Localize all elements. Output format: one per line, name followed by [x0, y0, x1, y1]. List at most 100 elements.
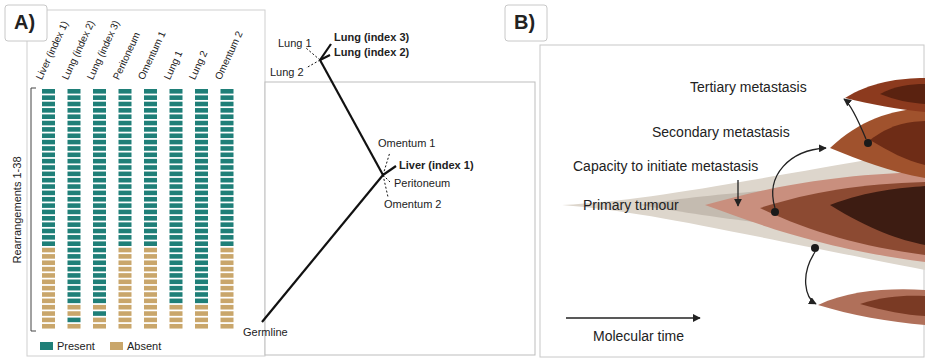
heatmap-cell — [119, 102, 132, 107]
heatmap-cell — [93, 241, 106, 246]
heatmap-cell — [119, 260, 132, 265]
heatmap-cell — [93, 216, 106, 221]
heatmap-cell — [119, 89, 132, 94]
heatmap-cell — [68, 229, 81, 234]
legend-text: Absent — [127, 340, 161, 352]
heatmap-cell — [144, 299, 157, 304]
heatmap-cell — [221, 140, 234, 145]
heatmap-cell — [68, 248, 81, 253]
heatmap-cell — [195, 102, 208, 107]
heatmap-cell — [42, 197, 55, 202]
heatmap-cell — [195, 159, 208, 164]
heatmap-cell — [144, 140, 157, 145]
heatmap-cell — [42, 140, 55, 145]
heatmap-cell — [221, 127, 234, 132]
heatmap-cell — [68, 216, 81, 221]
annotation-text: Capacity to initiate metastasis — [573, 158, 758, 174]
heatmap-cell — [42, 299, 55, 304]
heatmap-cell — [221, 121, 234, 126]
heatmap-cell — [93, 210, 106, 215]
heatmap-cell — [42, 102, 55, 107]
heatmap-cell — [195, 235, 208, 240]
heatmap-cell — [170, 267, 183, 272]
heatmap-cell — [119, 210, 132, 215]
heatmap-cell — [68, 178, 81, 183]
heatmap-cell — [93, 114, 106, 119]
heatmap-cell — [170, 146, 183, 151]
heatmap-cell — [68, 108, 81, 113]
heatmap-cell — [119, 280, 132, 285]
heatmap-cell — [195, 210, 208, 215]
heatmap-cell — [42, 324, 55, 329]
heatmap-cell — [195, 241, 208, 246]
heatmap-cell — [170, 191, 183, 196]
tree-branch — [383, 166, 396, 175]
heatmap-cell — [170, 216, 183, 221]
heatmap-cell — [221, 191, 234, 196]
heatmap-cell — [93, 254, 106, 259]
heatmap-cell — [221, 153, 234, 158]
heatmap-cell — [93, 235, 106, 240]
heatmap-cell — [221, 254, 234, 259]
legend-item: Present — [40, 340, 95, 352]
heatmap-cell — [68, 203, 81, 208]
heatmap-cell — [93, 153, 106, 158]
heatmap-cell — [170, 95, 183, 100]
heatmap-cell — [93, 133, 106, 138]
heatmap-cell — [195, 203, 208, 208]
heatmap-cell — [170, 108, 183, 113]
process-arrows — [566, 99, 866, 318]
heatmap-cell — [93, 248, 106, 253]
heatmap-cell — [68, 235, 81, 240]
heatmap-cell — [119, 267, 132, 272]
heatmap-cell — [170, 184, 183, 189]
heatmap-cell — [68, 191, 81, 196]
heatmap-cell — [144, 280, 157, 285]
heatmap-cell — [42, 108, 55, 113]
heatmap-cell — [93, 172, 106, 177]
heatmap-cell — [221, 178, 234, 183]
heatmap-cell — [195, 191, 208, 196]
heatmap-cell — [42, 311, 55, 316]
heatmap-cell — [144, 318, 157, 323]
heatmap-cell — [170, 114, 183, 119]
panel-label: B) — [514, 11, 535, 34]
heatmap-cell — [68, 210, 81, 215]
heatmap-cell — [42, 210, 55, 215]
heatmap-cell — [170, 102, 183, 107]
heatmap-cell — [68, 95, 81, 100]
heatmap-cell — [119, 222, 132, 227]
heatmap-cell — [170, 260, 183, 265]
heatmap-cell — [42, 318, 55, 323]
heatmap-cell — [221, 292, 234, 297]
tree-dotted — [306, 48, 390, 197]
heatmap-cell — [221, 216, 234, 221]
heatmap-cell — [119, 140, 132, 145]
heatmap-cell — [144, 260, 157, 265]
heatmap-cell — [195, 222, 208, 227]
heatmap-cell — [195, 153, 208, 158]
heatmap-cell — [68, 222, 81, 227]
heatmap-cell — [42, 133, 55, 138]
heatmap-cell — [195, 184, 208, 189]
heatmap-cell — [144, 146, 157, 151]
heatmap-cell — [119, 292, 132, 297]
heatmap-cell — [93, 102, 106, 107]
heatmap-cell — [119, 241, 132, 246]
tree-branch — [320, 60, 383, 175]
heatmap-cell — [144, 121, 157, 126]
heatmap-cell — [119, 127, 132, 132]
heatmap-cell — [68, 286, 81, 291]
heatmap-cell — [221, 273, 234, 278]
tree-leaf-label: Lung 2 — [270, 66, 304, 79]
heatmap-cell — [42, 191, 55, 196]
heatmap-cell — [93, 184, 106, 189]
heatmap-cell — [93, 318, 106, 323]
heatmap-cell — [68, 159, 81, 164]
heatmap-cell — [42, 286, 55, 291]
heatmap-cell — [221, 89, 234, 94]
heatmap-cell — [42, 216, 55, 221]
heatmap-cell — [144, 248, 157, 253]
legend-text: Present — [57, 340, 95, 352]
legend-swatch — [110, 342, 123, 350]
